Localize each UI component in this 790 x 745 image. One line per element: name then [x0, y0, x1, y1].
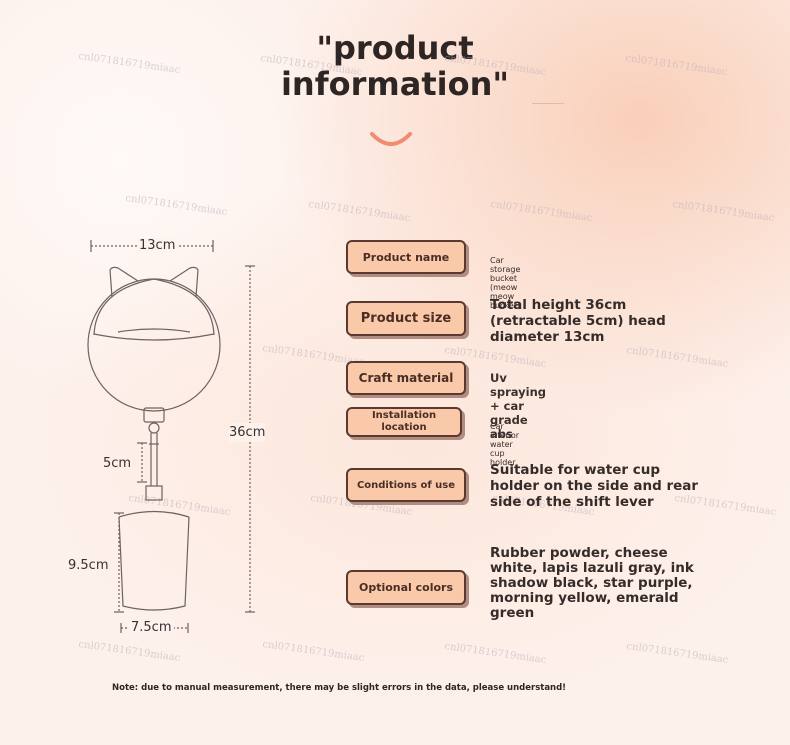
title-line-1: "product: [316, 29, 474, 67]
title-line-2: information": [280, 65, 510, 103]
cat-ear-left: [109, 266, 139, 298]
total-height-label: 36cm: [229, 423, 266, 442]
watermark: cnl071816719miaac: [443, 640, 547, 667]
watermark: cnl071816719miaac: [671, 198, 775, 225]
watermark: cnl071816719miaac: [489, 198, 593, 225]
watermark: cnl071816719miaac: [307, 198, 411, 225]
label-installation-location: Installation location: [346, 407, 462, 437]
value-optional-colors: Rubber powder, cheese white, lapis lazul…: [490, 545, 694, 621]
cup-rim: [118, 510, 190, 518]
label-product-size: Product size: [346, 301, 466, 336]
value-product-size: Total height 36cm (retractable 5cm) head…: [490, 297, 666, 345]
cup-body: [118, 516, 190, 611]
cup-width-label: 7.5cm: [129, 620, 174, 635]
pole-base: [145, 485, 163, 501]
value-craft-material: Uv spraying + car grade abs: [490, 371, 547, 441]
lid-opening: [117, 328, 191, 333]
product-diagram: [87, 240, 255, 633]
lid-seam: [93, 333, 215, 341]
cup-height-label: 9.5cm: [68, 558, 109, 573]
smile-decoration-icon: [370, 132, 412, 146]
value-installation-location: Car interior water cup holder: [490, 422, 520, 467]
cat-ear-right: [169, 266, 199, 298]
decorative-line: [532, 103, 564, 104]
label-craft-material: Craft material: [346, 361, 466, 395]
width-label: 13cm: [137, 238, 178, 253]
connector: [143, 407, 165, 423]
watermark: cnl071816719miaac: [625, 640, 729, 667]
page-title: "product information": [0, 30, 790, 102]
watermark: cnl071816719miaac: [625, 344, 729, 371]
cat-head-bucket: [87, 278, 221, 412]
value-conditions-of-use: Suitable for water cup holder on the sid…: [490, 462, 699, 510]
label-product-name: Product name: [346, 240, 466, 274]
joint-icon: [148, 422, 160, 434]
label-optional-colors: Optional colors: [346, 570, 466, 605]
retract-label: 5cm: [103, 456, 132, 471]
measurement-note: Note: due to manual measurement, there m…: [112, 683, 567, 693]
value-product-name: Car storage bucket (meow meow bucket): [490, 256, 521, 310]
lid-outline: [93, 278, 215, 336]
label-conditions-of-use: Conditions of use: [346, 468, 466, 502]
